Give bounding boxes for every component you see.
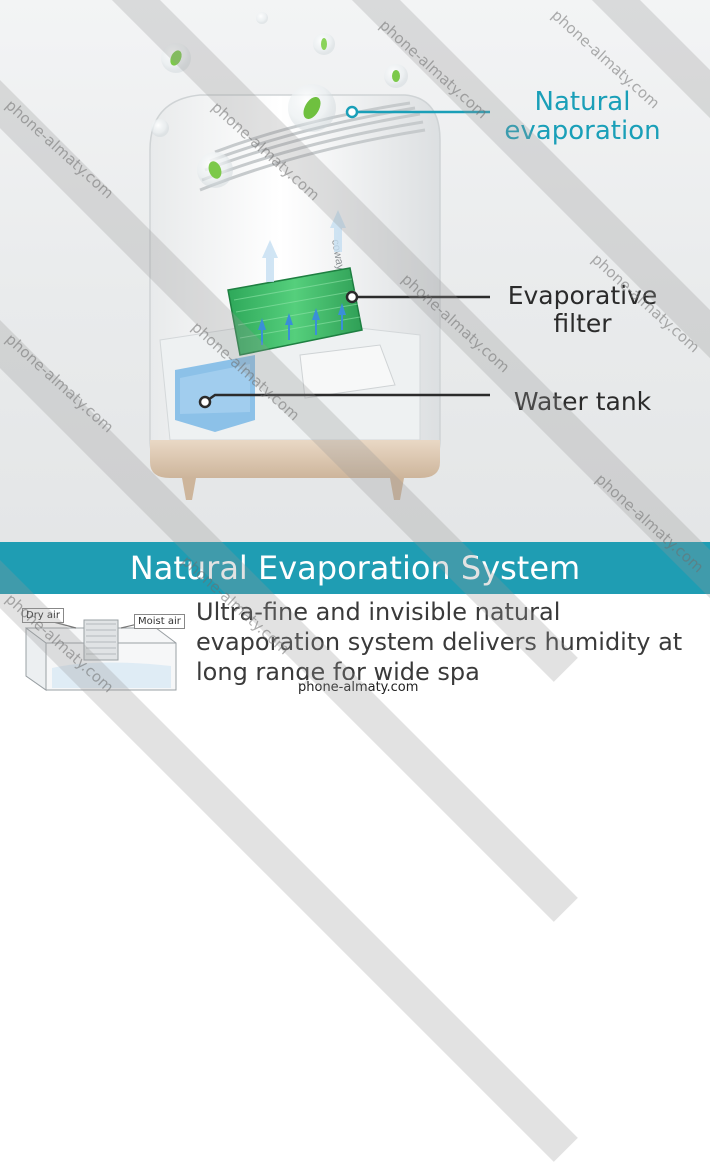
callout-line-tank — [198, 393, 490, 409]
callout-text-line: filter — [553, 309, 612, 338]
evaporative-filter-graphic — [227, 267, 363, 356]
airflow-box-illustration — [25, 619, 177, 691]
brand-mark: coway — [329, 238, 346, 271]
callout-line-filter — [345, 290, 490, 304]
callout-text-line: Evaporative — [507, 281, 658, 310]
product-illustration: coway — [0, 0, 710, 542]
callout-text-line: evaporation — [504, 116, 661, 147]
callout-natural-evaporation: Natural evaporation — [500, 87, 665, 147]
leaf-droplet-icon — [151, 12, 408, 188]
section-banner: Natural Evaporation System — [0, 542, 710, 594]
callout-text-line: Water tank — [513, 387, 652, 416]
callout-evaporative-filter: Evaporative filter — [500, 282, 665, 338]
humidifier-cutaway: coway — [149, 12, 490, 500]
dry-air-label: Dry air — [22, 608, 64, 623]
moist-air-label: Moist air — [134, 614, 185, 629]
callout-line-evaporation — [345, 105, 490, 119]
site-label: phone-almaty.com — [296, 680, 421, 695]
humidifier-base — [150, 440, 440, 478]
callout-text-line: Natural — [534, 87, 631, 117]
callout-water-tank: Water tank — [500, 388, 665, 416]
airflow-diagram: Dry air Moist air — [6, 598, 186, 702]
feature-description: Ultra-fine and invisible natural evapora… — [196, 598, 683, 686]
